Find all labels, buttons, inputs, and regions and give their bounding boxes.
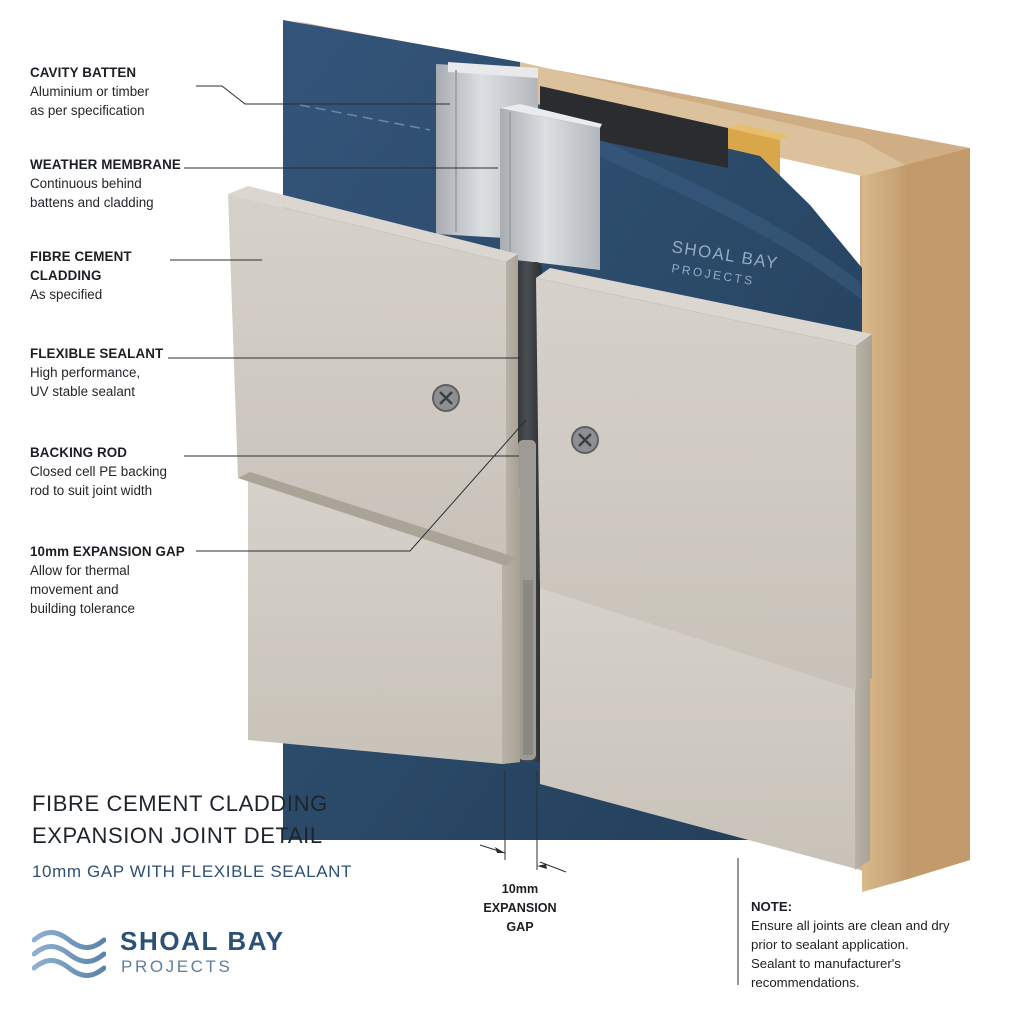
callout-title: CLADDING	[30, 268, 102, 283]
dimension-arrows	[495, 847, 547, 869]
callout-text: Allow for thermal	[30, 563, 130, 578]
note-title: NOTE:	[751, 899, 793, 914]
callout-text: Aluminium or timber	[30, 84, 150, 99]
callout-text: rod to suit joint width	[30, 483, 153, 498]
note-text: prior to sealant application.	[751, 937, 909, 952]
callout-text: movement and	[30, 582, 119, 597]
timber-frame	[290, 20, 970, 892]
callout-weather-membrane: WEATHER MEMBRANE Continuous behind batte…	[30, 155, 270, 212]
callout-text: battens and cladding	[30, 195, 154, 210]
dimension-text: 10mm	[501, 882, 539, 896]
page-subtitle: 10mm GAP WITH FLEXIBLE SEALANT	[32, 862, 352, 881]
callout-title: WEATHER MEMBRANE	[30, 157, 181, 172]
callout-text: as per specification	[30, 103, 145, 118]
leader-lines	[168, 85, 739, 985]
page-title-line-1: FIBRE CEMENT CLADDING	[32, 791, 328, 816]
callout-title: BACKING ROD	[30, 445, 128, 460]
logo-name: SHOAL BAY	[120, 926, 285, 956]
dimension-text: EXPANSION	[483, 901, 557, 915]
callout-title: 10mm EXPANSION GAP	[30, 544, 185, 559]
cavity-batten	[436, 62, 602, 270]
callout-text: Closed cell PE backing	[30, 464, 167, 479]
callout-title: FIBRE CEMENT	[30, 249, 132, 264]
callout-text: As specified	[30, 287, 103, 302]
callout-flexible-sealant: FLEXIBLE SEALANT High performance, UV st…	[30, 344, 270, 401]
callout-expansion-gap: 10mm EXPANSION GAP Allow for thermal mov…	[30, 542, 270, 618]
callout-fibre-cement-cladding: FIBRE CEMENT CLADDING As specified	[30, 247, 270, 304]
page-title-line-2: EXPANSION JOINT DETAIL	[32, 823, 323, 848]
note-text: Ensure all joints are clean and dry	[751, 918, 950, 933]
note-block: NOTE: Ensure all joints are clean and dr…	[751, 897, 1001, 992]
callout-text: High performance,	[30, 365, 141, 380]
callout-title: CAVITY BATTEN	[30, 65, 137, 80]
fixing-strip	[540, 86, 728, 168]
logo-sub: PROJECTS	[121, 957, 233, 976]
dimension-label: 10mm EXPANSION GAP	[470, 880, 570, 937]
title-block: FIBRE CEMENT CLADDING EXPANSION JOINT DE…	[32, 788, 452, 882]
cladding-right-upper	[536, 268, 872, 690]
callout-text: Continuous behind	[30, 176, 142, 191]
callout-text: UV stable sealant	[30, 384, 135, 399]
wave-logo-icon	[32, 930, 106, 978]
brand-logo: SHOAL BAY PROJECTS	[32, 924, 312, 984]
cladding-left-upper	[228, 186, 518, 566]
callout-title: FLEXIBLE SEALANT	[30, 346, 164, 361]
note-text: Sealant to manufacturer's	[751, 956, 901, 971]
note-text: recommendations.	[751, 975, 860, 990]
callout-cavity-batten: CAVITY BATTEN Aluminium or timber as per…	[30, 63, 270, 120]
callout-text: building tolerance	[30, 601, 135, 616]
dimension-text: GAP	[506, 920, 534, 934]
callout-backing-rod: BACKING ROD Closed cell PE backing rod t…	[30, 443, 270, 500]
